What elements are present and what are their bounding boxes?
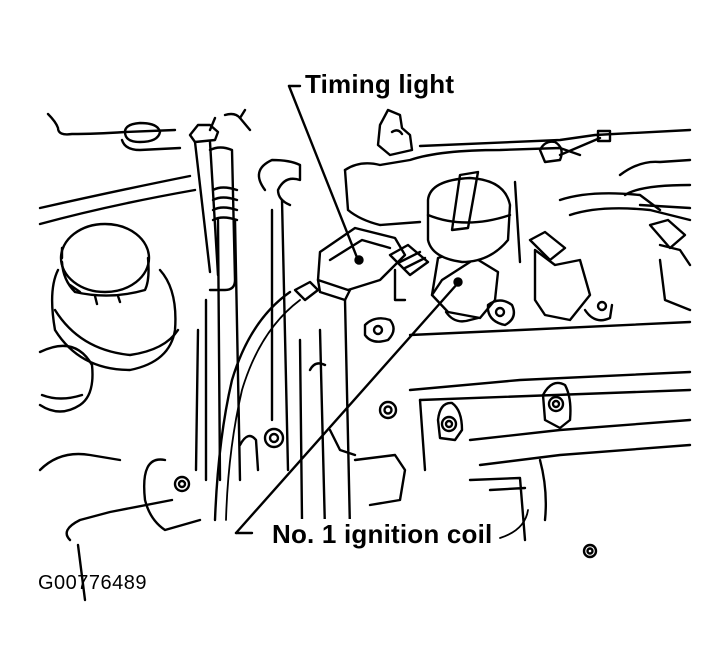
lower-left-ring — [38, 344, 94, 413]
lower-left-contour — [143, 458, 202, 532]
leader-timing-light — [287, 84, 360, 262]
reservoir — [38, 222, 180, 413]
valve-cover-rail-3 — [468, 418, 692, 442]
bolt-left — [173, 475, 191, 493]
bolt-center-2 — [378, 400, 398, 420]
callout-timing-light: Timing light — [303, 69, 457, 100]
timing-light-pickup — [293, 226, 407, 302]
hose-loop — [257, 158, 302, 207]
coil-connector-2 — [528, 230, 614, 322]
oil-filler-cap — [426, 170, 522, 264]
cross-member-upper — [38, 174, 192, 210]
bolt-lower-2 — [541, 381, 572, 430]
coil-bolt-1 — [486, 299, 516, 327]
valve-cover-edge — [418, 128, 692, 148]
figure-id: G00776489 — [38, 572, 148, 594]
bolt-center — [263, 427, 285, 449]
bolt-lower-1 — [436, 401, 464, 442]
strut-mount-plate — [120, 138, 182, 152]
valve-cover-top — [343, 146, 582, 172]
leader-ignition-coil — [234, 281, 460, 535]
leader-coil-hook — [499, 509, 529, 539]
upper-left-bracket-outline — [46, 112, 177, 136]
cross-member-lower — [38, 188, 197, 226]
right-hose — [618, 158, 692, 210]
nut-right — [582, 543, 598, 559]
valve-cover-rail-2 — [408, 370, 692, 392]
bolt-top — [538, 140, 563, 164]
timing-light-cable-inner — [225, 299, 301, 521]
mount-eye — [363, 317, 395, 343]
connector-boot — [388, 243, 430, 302]
center-hose — [188, 108, 252, 482]
timing-light-cable — [213, 290, 292, 522]
coil-connector-3 — [648, 218, 692, 312]
callout-ignition-coil: No. 1 ignition coil — [270, 519, 495, 550]
small-nut-top — [596, 129, 612, 143]
valve-cover-rail-1 — [408, 320, 692, 337]
strut-cap — [123, 121, 162, 144]
